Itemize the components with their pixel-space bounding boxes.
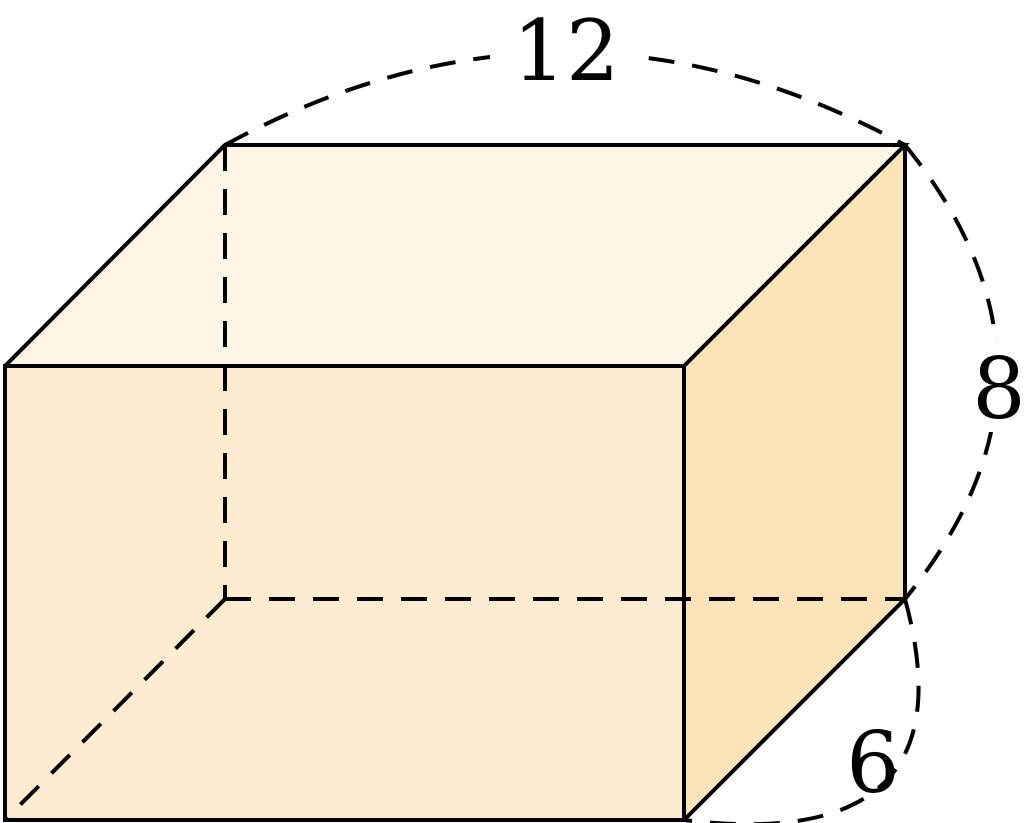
front-face [5,366,684,820]
right-face [684,145,905,820]
length-label: 12 [513,2,620,100]
width-dimension-arc [683,598,921,823]
top-face [5,145,905,366]
length-label-bg [490,8,640,90]
height-label: 8 [972,340,1025,438]
top-face-outline [3,143,910,368]
width-label: 6 [846,714,899,812]
height-label-bg [968,342,1028,432]
hidden-edge-bottom-depth [3,597,227,822]
